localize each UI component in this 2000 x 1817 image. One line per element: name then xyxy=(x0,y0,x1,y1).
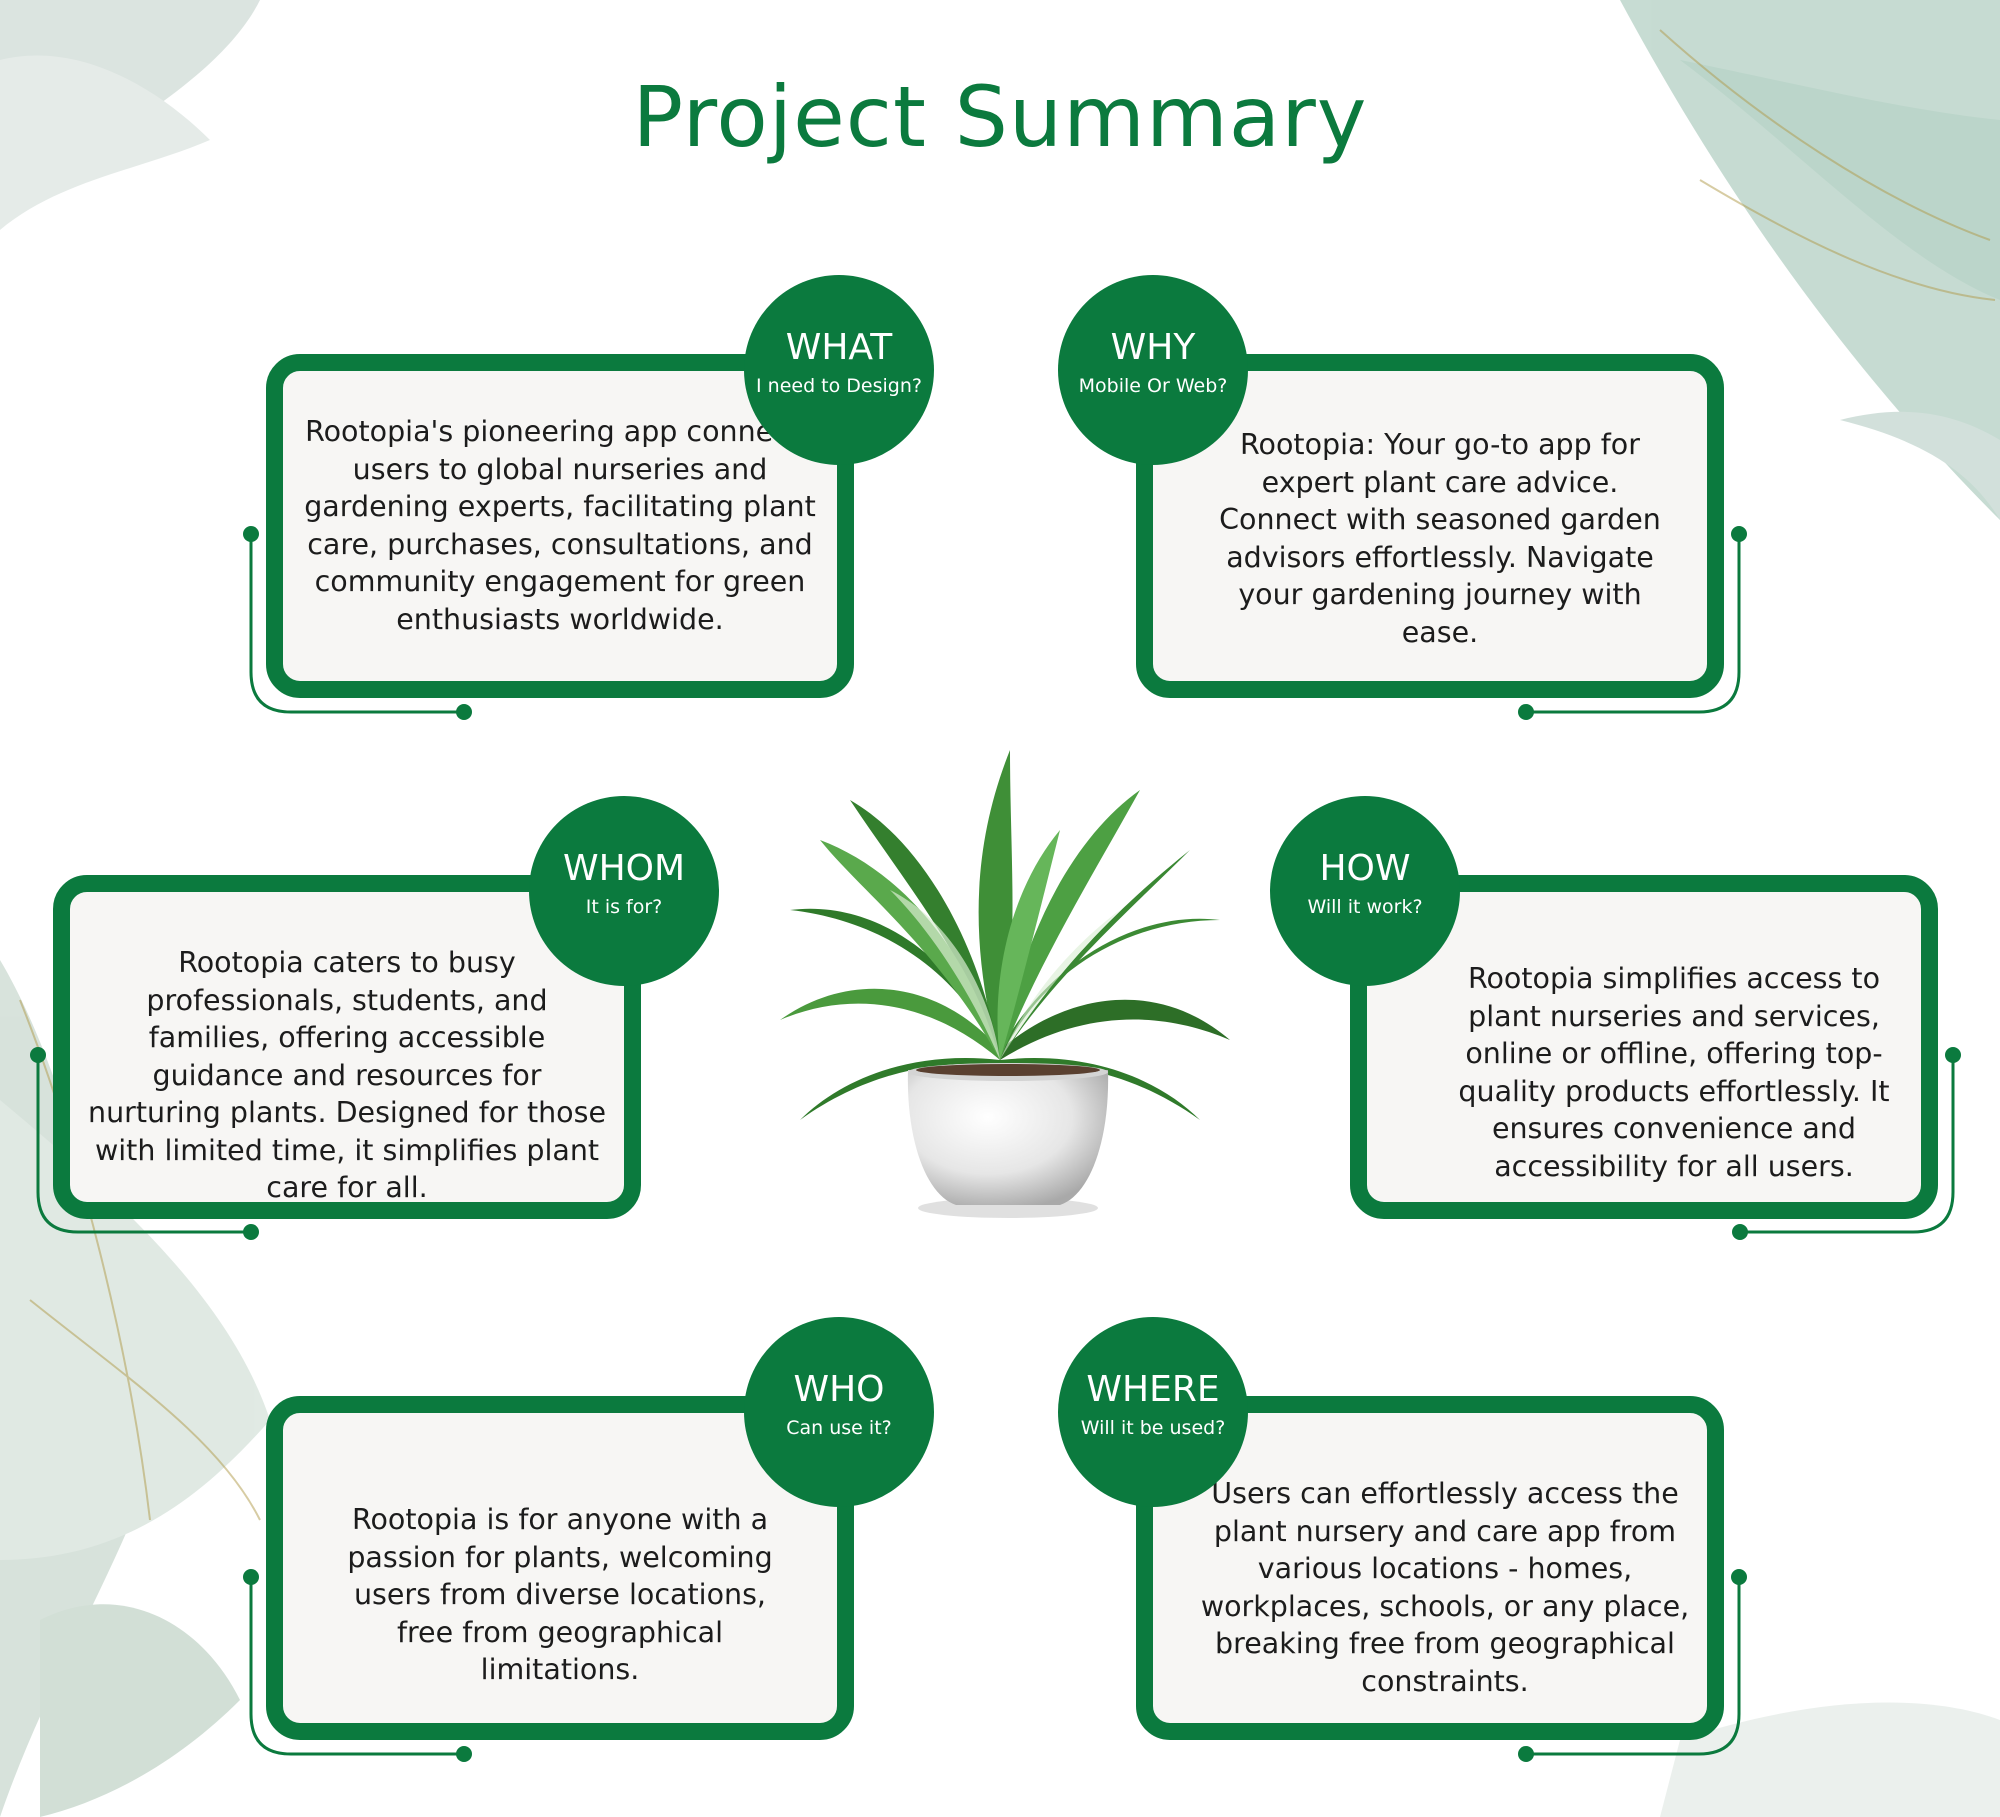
badge-where: WHERE Will it be used? xyxy=(1058,1317,1248,1507)
badge-who-subtitle: Can use it? xyxy=(786,1417,892,1439)
badge-whom: WHOM It is for? xyxy=(529,796,719,986)
connector-dot xyxy=(1518,1746,1534,1762)
badge-whom-title: WHOM xyxy=(562,848,686,889)
badge-who-title: WHO xyxy=(793,1369,885,1410)
connector-dot xyxy=(243,1569,259,1585)
card-what: Rootopia's pioneering app connects users… xyxy=(266,354,854,698)
connector-dot xyxy=(243,1224,259,1240)
badge-what-subtitle: I need to Design? xyxy=(756,375,922,397)
card-how-text: Rootopia simplifies access to plant nurs… xyxy=(1458,962,1890,1183)
card-who-text: Rootopia is for anyone with a passion fo… xyxy=(347,1503,773,1686)
badge-how-subtitle: Will it work? xyxy=(1307,896,1423,918)
badge-where-title: WHERE xyxy=(1086,1369,1220,1410)
connector-dot xyxy=(1731,526,1747,542)
badge-how-title: HOW xyxy=(1319,848,1411,889)
page-title: Project Summary xyxy=(632,68,1368,166)
card-whom-text: Rootopia caters to busy professionals, s… xyxy=(88,946,606,1204)
connector-dot xyxy=(1518,704,1534,720)
badge-whom-subtitle: It is for? xyxy=(585,896,663,918)
connector-dot xyxy=(1732,1224,1748,1240)
badge-why-title: WHY xyxy=(1110,327,1196,368)
white-pot xyxy=(907,1070,1109,1205)
badge-what: WHAT I need to Design? xyxy=(744,275,934,465)
potted-plant-image xyxy=(780,750,1230,1218)
badge-why: WHY Mobile Or Web? xyxy=(1058,275,1248,465)
connector-dot xyxy=(243,526,259,542)
connector-dot xyxy=(1945,1047,1961,1063)
connector-dot xyxy=(456,1746,472,1762)
plant-leaves xyxy=(780,750,1230,1120)
connector-dot xyxy=(456,704,472,720)
card-why-text: Rootopia: Your go-to app for expert plan… xyxy=(1219,428,1661,649)
connector-dot xyxy=(30,1047,46,1063)
card-how: Rootopia simplifies access to plant nurs… xyxy=(1350,875,1938,1219)
connector-dot xyxy=(1731,1569,1747,1585)
card-where-text: Users can effortlessly access the plant … xyxy=(1200,1477,1690,1698)
badge-what-title: WHAT xyxy=(785,327,893,368)
badge-how: HOW Will it work? xyxy=(1270,796,1460,986)
badge-where-subtitle: Will it be used? xyxy=(1080,1417,1226,1439)
card-what-text: Rootopia's pioneering app connects users… xyxy=(304,415,816,636)
badge-who: WHO Can use it? xyxy=(744,1317,934,1507)
badge-why-subtitle: Mobile Or Web? xyxy=(1078,375,1228,397)
